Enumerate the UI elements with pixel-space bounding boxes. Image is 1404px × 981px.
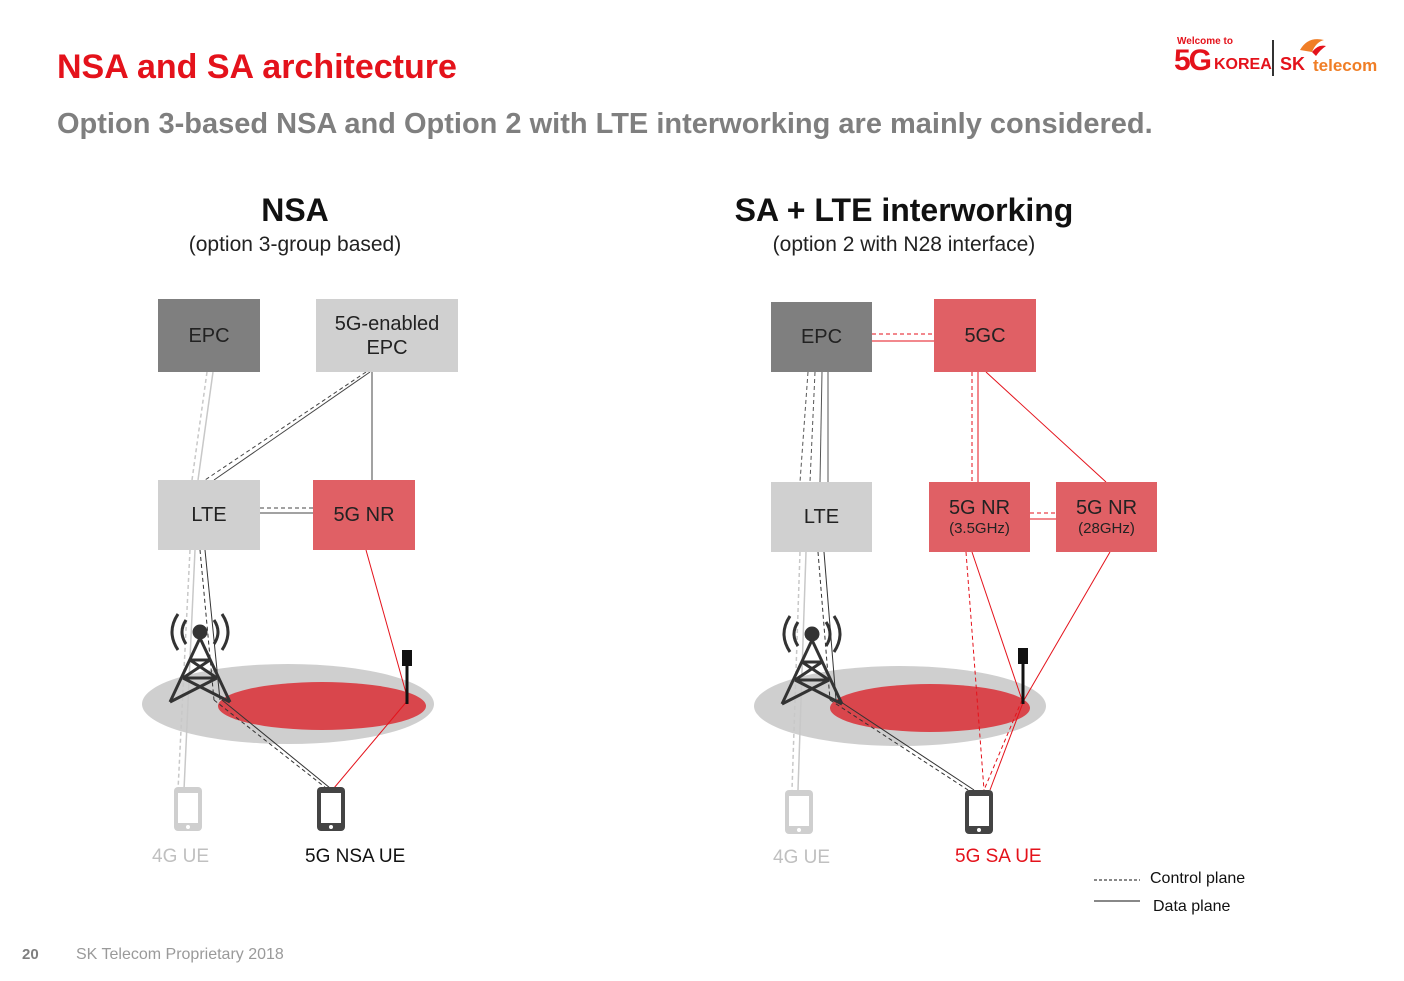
nsa-5g-epc-label: 5G-enabled EPC (334, 312, 440, 359)
page-subtitle: Option 3-based NSA and Option 2 with LTE… (57, 108, 1153, 140)
sa-nr-35-band: (3.5GHz) (949, 520, 1010, 537)
nsa-5g-ue-phone-icon (317, 787, 345, 831)
sk-wing-icon (1300, 39, 1326, 56)
logo-separator (1272, 40, 1274, 76)
nsa-4g-ue-phone-icon (174, 787, 202, 831)
brand-logo: Welcome to 5G KOREA SK telecom (1168, 36, 1383, 82)
sa-epc-box: EPC (771, 302, 872, 372)
sa-nr-smallcell-icon (1018, 648, 1028, 704)
sa-title: SA + LTE interworking (734, 192, 1074, 228)
nsa-nr-coverage (218, 682, 426, 730)
nsa-epc-box: EPC (158, 299, 260, 372)
logo-welcome: Welcome to (1177, 36, 1233, 47)
nsa-5g-epc-box: 5G-enabled EPC (316, 299, 458, 372)
sa-connections (791, 333, 1111, 791)
sa-nr-35-label: 5G NR (948, 497, 1011, 519)
sa-4g-ue-label: 4G UE (773, 847, 831, 868)
sa-5gc-box: 5GC (934, 299, 1036, 372)
nsa-nr-smallcell-icon (402, 650, 412, 704)
sa-lte-box: LTE (771, 482, 872, 552)
sa-lte-label: LTE (803, 506, 840, 528)
sa-subtitle: (option 2 with N28 interface) (772, 233, 1036, 256)
sa-nr-35-box: 5G NR (3.5GHz) (929, 482, 1030, 552)
logo-sk: SK (1280, 54, 1306, 74)
sa-nr-28-band: (28GHz) (1078, 520, 1135, 537)
nsa-lte-label: LTE (191, 504, 227, 526)
sa-lte-tower-icon (780, 615, 844, 706)
sa-epc-label: EPC (800, 326, 843, 348)
nsa-nr-box: 5G NR (313, 480, 415, 550)
nsa-nr-label: 5G NR (333, 504, 395, 526)
footer-text: SK Telecom Proprietary 2018 (76, 946, 284, 963)
nsa-epc-label: EPC (188, 324, 230, 347)
logo-5g: 5G (1174, 44, 1212, 77)
logo-korea: KOREA (1214, 56, 1272, 73)
page-title: NSA and SA architecture (57, 48, 457, 86)
nsa-title: NSA (261, 192, 329, 228)
sa-5g-ue-phone-icon (965, 790, 993, 834)
legend-control-label: Control plane (1150, 870, 1246, 887)
sa-5g-ue-label: 5G SA UE (955, 846, 1042, 867)
nsa-4g-ue-label: 4G UE (152, 846, 210, 867)
legend-data-label: Data plane (1153, 898, 1231, 915)
nsa-lte-box: LTE (158, 480, 260, 550)
sa-nr-28-box: 5G NR (28GHz) (1056, 482, 1157, 552)
sa-5gc-label: 5GC (964, 324, 1006, 347)
nsa-5g-ue-label: 5G NSA UE (305, 846, 406, 867)
page-number: 20 (22, 946, 39, 963)
nsa-subtitle: (option 3-group based) (188, 233, 402, 256)
sa-nr-coverage (830, 684, 1030, 732)
logo-telecom: telecom (1313, 56, 1378, 75)
sa-nr-28-label: 5G NR (1075, 497, 1138, 519)
sa-4g-ue-phone-icon (785, 790, 813, 834)
nsa-lte-tower-icon (168, 613, 232, 704)
